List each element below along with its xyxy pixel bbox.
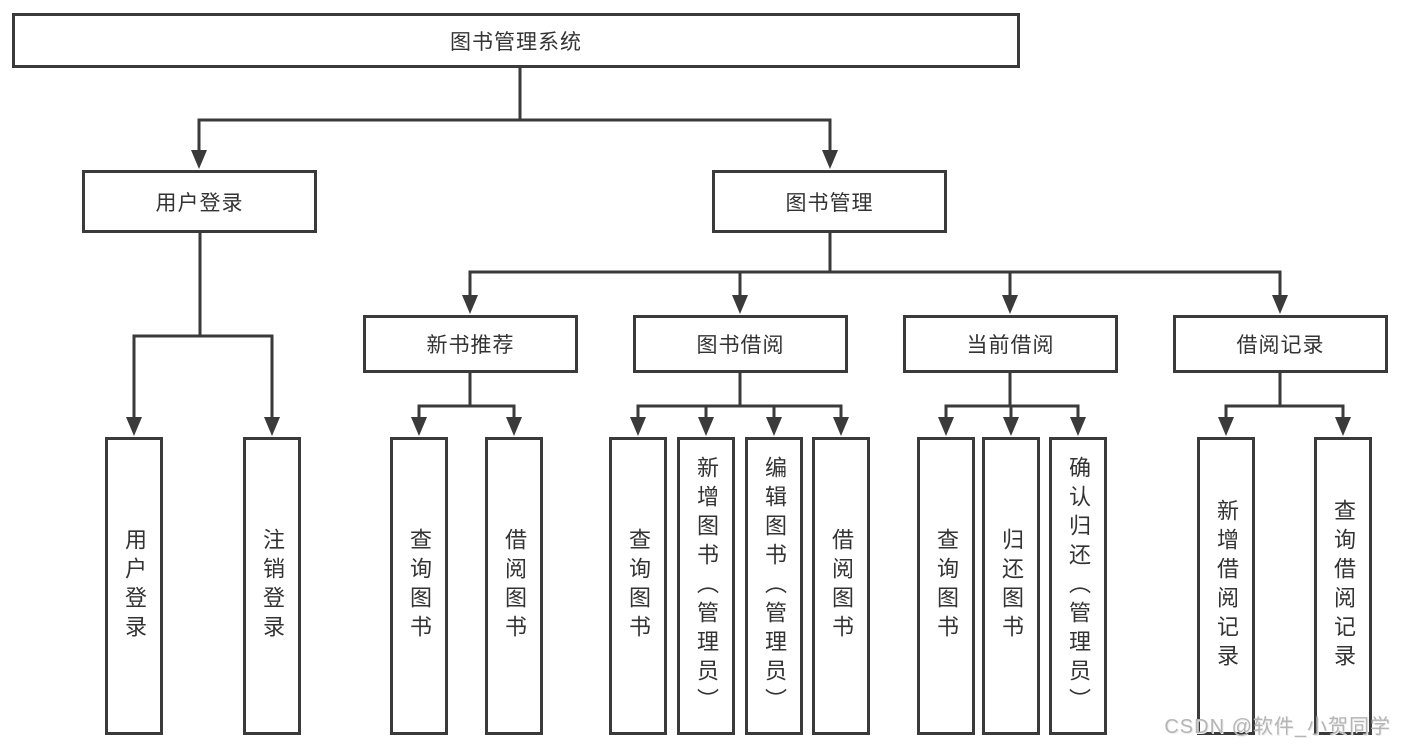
node-root: 图书管理系统 [12, 13, 1020, 68]
arrowhead-icon [506, 417, 522, 436]
node-borrowing-records: 借阅记录 [1173, 315, 1388, 373]
connector-user-login [126, 233, 280, 436]
arrowhead-icon [822, 150, 838, 169]
node-v-borrow-book-a: 借阅图书 [485, 437, 543, 735]
arrowhead-icon [766, 417, 782, 436]
node-v-return-book: 归还图书 [982, 437, 1040, 735]
arrowhead-icon [264, 417, 280, 436]
arrowhead-icon [938, 417, 954, 436]
node-label: 查询图书 [934, 528, 959, 644]
node-label: 新书推荐 [426, 334, 515, 357]
arrowhead-icon [1272, 295, 1288, 314]
node-v-user-login: 用户登录 [105, 437, 163, 735]
node-label: 图书管理 [785, 191, 874, 215]
csdn-watermark: CSDN @软件_小贺同学 [1164, 716, 1391, 738]
node-v-query-book-a: 查询图书 [390, 437, 448, 735]
node-v-query-book-b: 查询图书 [609, 437, 667, 735]
node-v-add-borrow-record: 新增借阅记录 [1197, 437, 1255, 735]
node-label: 注销登录 [260, 528, 285, 644]
arrowhead-icon [833, 417, 849, 436]
node-v-borrow-book-b: 借阅图书 [812, 437, 870, 735]
connector-new-book-recommend [411, 373, 522, 436]
connector-book-management [462, 233, 1288, 314]
node-label: 用户登录 [122, 528, 147, 644]
node-label: 编辑图书（管理员） [762, 455, 787, 717]
connector-current-borrowing [938, 373, 1086, 436]
node-label: 图书借阅 [696, 334, 785, 357]
node-label: 确认归还（管理员） [1066, 455, 1091, 717]
node-label: 借阅记录 [1236, 334, 1325, 357]
node-current-borrowing: 当前借阅 [903, 315, 1118, 373]
node-v-logout: 注销登录 [243, 437, 301, 735]
arrowhead-icon [1335, 417, 1351, 436]
node-v-add-book-admin: 新增图书（管理员） [677, 437, 735, 735]
node-label: 查询图书 [626, 528, 651, 644]
node-user-login: 用户登录 [82, 170, 317, 233]
node-v-query-book-c: 查询图书 [917, 437, 975, 735]
connector-root [191, 68, 838, 169]
arrowhead-icon [462, 295, 478, 314]
arrowhead-icon [1070, 417, 1086, 436]
node-v-confirm-return: 确认归还（管理员） [1049, 437, 1107, 735]
arrowhead-icon [732, 295, 748, 314]
node-book-management: 图书管理 [712, 170, 947, 233]
node-label: 归还图书 [999, 528, 1024, 644]
node-label: 图书管理系统 [450, 30, 582, 54]
arrowhead-icon [630, 417, 646, 436]
connector-book-borrowing [630, 373, 849, 436]
arrowhead-icon [411, 417, 427, 436]
arrowhead-icon [1003, 417, 1019, 436]
node-label: 查询图书 [407, 528, 432, 644]
node-label: 新增图书（管理员） [694, 455, 719, 717]
node-book-borrowing: 图书借阅 [633, 315, 848, 373]
node-label: 借阅图书 [502, 528, 527, 644]
node-v-query-borrow-record: 查询借阅记录 [1314, 437, 1372, 735]
arrowhead-icon [698, 417, 714, 436]
node-label: 新增借阅记录 [1214, 499, 1239, 673]
node-v-edit-book-admin: 编辑图书（管理员） [745, 437, 803, 735]
arrowhead-icon [191, 150, 207, 169]
node-label: 查询借阅记录 [1331, 499, 1356, 673]
node-label: 借阅图书 [829, 528, 854, 644]
arrowhead-icon [1218, 417, 1234, 436]
node-new-book-recommend: 新书推荐 [363, 315, 578, 373]
node-label: 当前借阅 [966, 334, 1055, 357]
connector-borrowing-records [1218, 373, 1351, 436]
arrowhead-icon [126, 417, 142, 436]
node-label: 用户登录 [155, 191, 244, 215]
arrowhead-icon [1002, 295, 1018, 314]
